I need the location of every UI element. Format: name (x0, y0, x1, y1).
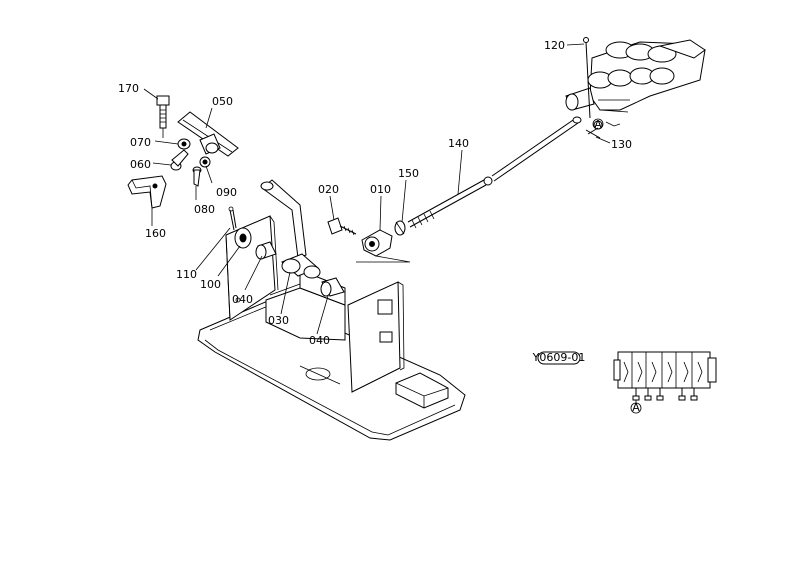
rod-end-010 (356, 229, 411, 263)
callout-010: 010 (370, 183, 391, 196)
callout-030: 030 (268, 314, 289, 327)
pedal-bracket-center (265, 269, 346, 341)
callout-110: 110 (176, 268, 197, 281)
valve-inset-view: A (613, 351, 717, 414)
bolt-060 (170, 149, 189, 171)
nut-150 (394, 220, 406, 236)
pedal-shaft (281, 253, 321, 279)
callout-020: 020 (318, 183, 339, 196)
bushing-040-right (320, 277, 345, 297)
base-block (395, 372, 449, 409)
callout-labels: 170 050 070 060 090 080 160 110 100 040 … (118, 39, 632, 347)
callout-150: 150 (398, 167, 419, 180)
washer-100 (234, 227, 252, 249)
bolt-020 (327, 217, 357, 236)
svg-text:Y0609-01: Y0609-01 (532, 351, 586, 364)
cotter-pin-110 (228, 206, 237, 231)
callout-060: 060 (130, 158, 151, 171)
view-marker-inset: A (632, 401, 640, 414)
bushing-040-left (255, 241, 277, 260)
view-marker-valve: A (592, 118, 604, 131)
control-valve (565, 39, 706, 130)
leader-lines (143, 43, 611, 335)
pedal-bracket-right (347, 281, 405, 393)
control-rod-140 (407, 116, 582, 229)
linkage-pin-120 (583, 37, 591, 119)
stopper-bracket-160 (127, 175, 167, 209)
callout-130: 130 (611, 138, 632, 151)
callout-040-right: 040 (309, 334, 330, 347)
bolt-080 (192, 166, 202, 187)
bolt-170 (156, 95, 170, 129)
callout-050: 050 (212, 95, 233, 108)
svg-text:A: A (594, 118, 602, 131)
nut-090 (199, 156, 211, 168)
callout-170: 170 (118, 82, 139, 95)
callout-080: 080 (194, 203, 215, 216)
pedal-pad-050 (177, 111, 239, 157)
callout-120: 120 (544, 39, 565, 52)
callout-160: 160 (145, 227, 166, 240)
callout-090: 090 (216, 186, 237, 199)
callout-040-left: 040 (232, 293, 253, 306)
drawing-code-badge: Y0609-01 (532, 351, 586, 365)
callout-140: 140 (448, 137, 469, 150)
callout-100: 100 (200, 278, 221, 291)
callout-070: 070 (130, 136, 151, 149)
nut-070 (177, 138, 191, 150)
